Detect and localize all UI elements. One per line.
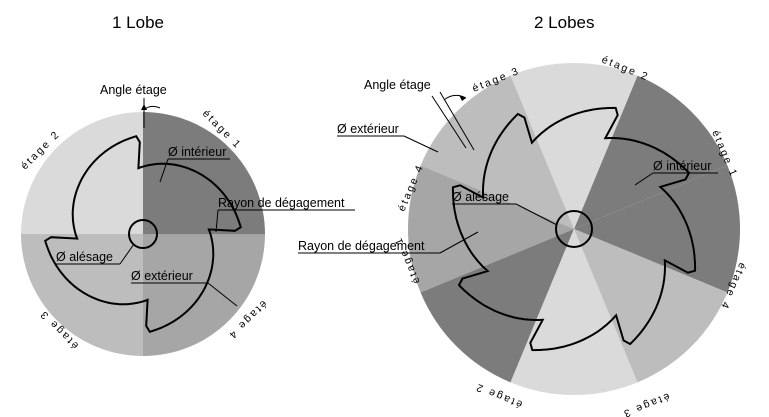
label-diam-interieur: Ø intérieur	[653, 159, 711, 173]
sector-stage-2	[21, 112, 143, 234]
one-lobe-sectors	[21, 112, 265, 356]
sector-stage-2a	[574, 75, 728, 229]
title-two-lobes: 2 Lobes	[534, 13, 595, 32]
label-angle-etage: Angle étage	[364, 78, 431, 92]
sector-stage-1	[143, 112, 265, 234]
label-diam-interieur: Ø intérieur	[168, 145, 226, 159]
label-diam-alesage: Ø alésage	[56, 250, 113, 264]
sector-stage-4	[143, 234, 265, 356]
sector-stage-4b	[574, 229, 728, 383]
sector-stage-1b	[407, 165, 574, 293]
label-rayon-degagement: Rayon de dégagement	[298, 239, 425, 253]
label-rayon-degagement: Rayon de dégagement	[218, 196, 345, 210]
bore-circle	[128, 219, 158, 249]
sector-stage-4a	[420, 75, 574, 229]
one-lobe-callouts: Angle étage Ø intérieur Rayon de dégagem…	[56, 83, 355, 307]
label-diam-exterieur: Ø extérieur	[337, 122, 399, 136]
sector-stage-1a	[574, 165, 741, 293]
title-one-lobe: 1 Lobe	[112, 13, 164, 32]
one-lobe-diagram: 1 Lobe étage 1 étage 2 étage 3 étage 4 A…	[19, 13, 355, 356]
cam-profile	[451, 106, 697, 352]
stage-label-2b: étage 2	[473, 380, 524, 410]
sector-stage-2b	[420, 229, 574, 383]
cam-profile	[44, 135, 242, 333]
label-angle-etage: Angle étage	[100, 83, 167, 97]
two-lobes-sectors	[407, 62, 741, 396]
two-lobes-callouts: Angle étage Ø extérieur Ø intérieur Ø al…	[298, 78, 718, 254]
two-lobes-diagram: 2 Lobes étage 1 étage 2 étage 3 étage 4 …	[298, 13, 748, 417]
label-diam-alesage: Ø alésage	[452, 190, 509, 204]
label-diam-exterieur: Ø extérieur	[131, 269, 193, 283]
sector-stage-3b	[510, 229, 638, 396]
bore-circle	[555, 210, 593, 248]
sector-stage-3a	[510, 62, 638, 229]
stage-label-3b: étage 3	[620, 390, 671, 417]
